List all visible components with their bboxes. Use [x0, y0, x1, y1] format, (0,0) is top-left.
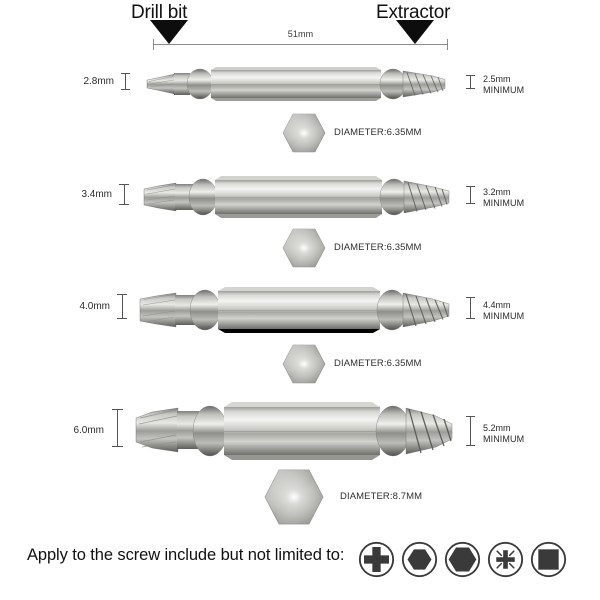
hexagon-cross-section-icon	[282, 344, 326, 384]
screw-diameter-qualifier: MINIMUM	[483, 310, 525, 321]
screw-diameter-bracket	[466, 297, 475, 319]
spec-row: 3.4mm	[0, 170, 600, 224]
drill-bit-header-label: Drill bit	[131, 2, 188, 23]
screw-type-icon-list	[358, 541, 567, 578]
hex-diameter-label: DIAMETER:6.35MM	[334, 127, 422, 138]
screw-diameter-label: 5.2mm MINIMUM	[483, 423, 524, 444]
hex-diameter-label: DIAMETER:8.7MM	[340, 491, 423, 502]
dimension-cap-right	[447, 39, 448, 50]
hex-socket-screw-icon	[401, 541, 438, 578]
screw-diameter-bracket	[466, 186, 475, 204]
spec-row: 4.0mm	[0, 281, 600, 339]
drill-bit-size-label: 3.4mm	[81, 189, 112, 200]
footer-caption: Apply to the screw include but not limit…	[27, 546, 345, 564]
screw-diameter-bracket	[466, 416, 475, 446]
screw-diameter-value: 2.5mm	[483, 74, 511, 84]
drill-bit-size-bracket	[121, 73, 130, 90]
extractor-bit-illustration	[132, 398, 462, 470]
hexagon-cross-section-icon	[282, 228, 326, 268]
phillips-screw-icon	[358, 541, 395, 578]
screw-diameter-label: 4.4mm MINIMUM	[483, 300, 524, 321]
drill-bit-size-label: 4.0mm	[79, 301, 110, 312]
screw-diameter-value: 5.2mm	[483, 423, 511, 433]
hex-head-screw-icon	[444, 541, 481, 578]
screw-diameter-label: 2.5mm MINIMUM	[483, 74, 524, 95]
drill-bit-size-bracket	[112, 409, 123, 447]
drill-bit-size-bracket	[119, 184, 129, 205]
square-socket-screw-icon	[530, 541, 567, 578]
extractor-bit-illustration	[138, 281, 460, 339]
extractor-bit-illustration	[145, 60, 455, 108]
extractor-bit-illustration	[142, 170, 460, 224]
screw-diameter-bracket	[466, 75, 475, 89]
pozidriv-screw-icon	[487, 541, 524, 578]
triangle-down-icon	[150, 20, 188, 44]
screw-diameter-qualifier: MINIMUM	[483, 433, 525, 444]
drill-bit-size-bracket	[117, 294, 127, 319]
drill-bit-size-label: 2.8mm	[83, 76, 114, 87]
hexagon-cross-section-icon	[282, 113, 326, 153]
screw-diameter-value: 3.2mm	[483, 187, 511, 197]
dimension-cap-left	[153, 39, 154, 50]
overall-length-value: 51mm	[287, 29, 314, 39]
hex-diameter-label: DIAMETER:6.35MM	[334, 242, 422, 253]
hex-diameter-label: DIAMETER:6.35MM	[334, 358, 422, 369]
screw-diameter-qualifier: MINIMUM	[483, 84, 525, 95]
drill-bit-size-label: 6.0mm	[73, 425, 104, 436]
extractor-header-label: Extractor	[376, 2, 451, 23]
screw-diameter-label: 3.2mm MINIMUM	[483, 187, 524, 208]
overall-length-dimension-line: 51mm	[153, 29, 448, 50]
spec-row: 2.8mm	[0, 60, 600, 108]
screw-diameter-qualifier: MINIMUM	[483, 197, 525, 208]
triangle-down-icon	[396, 20, 434, 44]
spec-row: 6.0mm	[0, 398, 600, 470]
screw-diameter-value: 4.4mm	[483, 300, 511, 310]
hexagon-cross-section-icon	[264, 469, 324, 525]
